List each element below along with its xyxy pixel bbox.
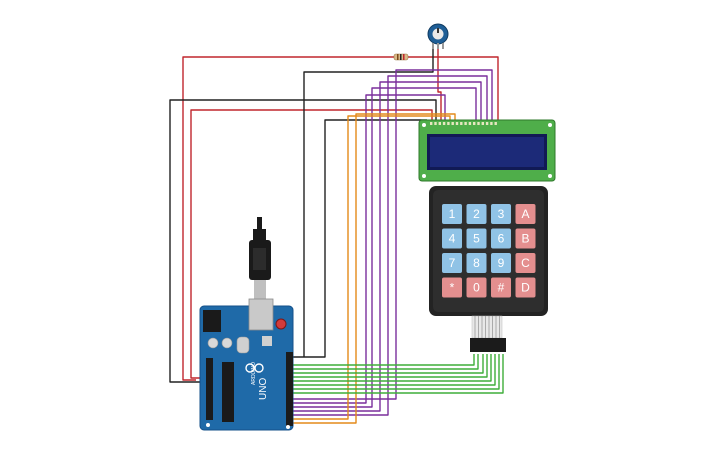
wires [169,45,504,424]
wire-green-8[interactable] [293,354,504,394]
dc-jack [203,310,221,332]
keypad-key-1-3[interactable]: B [515,228,536,249]
resistor[interactable] [393,53,409,61]
wire-green-2[interactable] [293,354,479,370]
atmega-chip [222,362,234,422]
keypad-key-label: B [521,232,529,246]
keypad-key-1-2[interactable]: 6 [491,228,511,249]
usb-port [248,298,274,331]
wire-green-7[interactable] [293,354,500,390]
crystal [236,336,250,354]
wire-purple-1[interactable] [293,94,446,404]
keypad-key-label: 1 [449,207,456,221]
keypad-key-label: C [521,256,530,270]
usb-cable[interactable] [249,217,271,300]
wire-purple-5[interactable] [293,69,493,400]
lcd-pin-header [430,122,497,125]
capacitor [207,337,219,349]
wire-purple-2[interactable] [293,87,477,408]
keypad-key-2-0[interactable]: 7 [442,253,462,273]
arduino-logo [245,363,264,373]
keypad-key-label: 9 [498,256,505,270]
board-brand: ARDUINO [251,362,257,385]
keypad-key-1-0[interactable]: 4 [442,228,462,249]
wire-green-3[interactable] [293,354,484,374]
keypad-key-label: A [521,207,529,221]
keypad-key-label: 2 [473,207,480,221]
keypad-key-label: 6 [498,232,505,246]
wire-red-pot[interactable] [437,45,442,120]
wire-orange-2[interactable] [293,113,456,424]
capacitor [221,337,233,349]
keypad-key-3-0[interactable]: * [442,277,462,298]
keypad-key-0-2[interactable]: 3 [491,204,511,224]
keypad-key-label: 3 [498,207,505,221]
keypad-key-1-1[interactable]: 5 [466,228,487,249]
power-header [206,358,213,420]
keypad-key-label: * [450,281,455,295]
wire-green-5[interactable] [293,354,492,382]
wire-purple-3[interactable] [293,81,482,412]
keypad-key-label: 4 [449,232,456,246]
keypad-key-2-1[interactable]: 8 [466,253,487,273]
keypad-key-2-3[interactable]: C [515,253,536,273]
keypad-key-label: 8 [473,256,480,270]
lcd-display[interactable] [418,119,556,182]
keypad-key-label: # [498,281,505,295]
keypad-ribbon [470,315,506,352]
keypad-key-0-3[interactable]: A [515,204,536,224]
keypad-key-0-0[interactable]: 1 [442,204,462,224]
wire-black-pot[interactable] [290,45,434,358]
wire-green-1[interactable] [293,354,475,366]
keypad-key-label: 5 [473,232,480,246]
keypad-keys: 1 2 3 A 4 5 6 B 7 8 9 C * 0 # D [442,204,536,298]
board-model: UNO [258,378,269,400]
potentiometer[interactable] [427,23,449,49]
wire-orange-1[interactable] [293,115,451,420]
arduino-uno[interactable]: UNO ARDUINO [199,217,294,431]
digital-header [286,352,293,426]
keypad-key-3-1[interactable]: 0 [466,277,487,298]
keypad-key-2-2[interactable]: 9 [491,253,511,273]
wire-black-gnd[interactable] [169,99,437,383]
wire-green-4[interactable] [293,354,488,378]
keypad-key-label: D [521,281,530,295]
reset-button[interactable] [275,318,287,330]
keypad-key-label: 0 [473,281,480,295]
keypad-key-3-2[interactable]: # [491,277,511,298]
keypad-key-label: 7 [449,256,456,270]
keypad-key-3-3[interactable]: D [515,277,536,298]
wire-green-6[interactable] [293,354,496,386]
keypad-key-0-1[interactable]: 2 [466,204,487,224]
lcd-screen [430,137,544,167]
keypad[interactable]: 1 2 3 A 4 5 6 B 7 8 9 C * 0 # D [429,186,548,352]
